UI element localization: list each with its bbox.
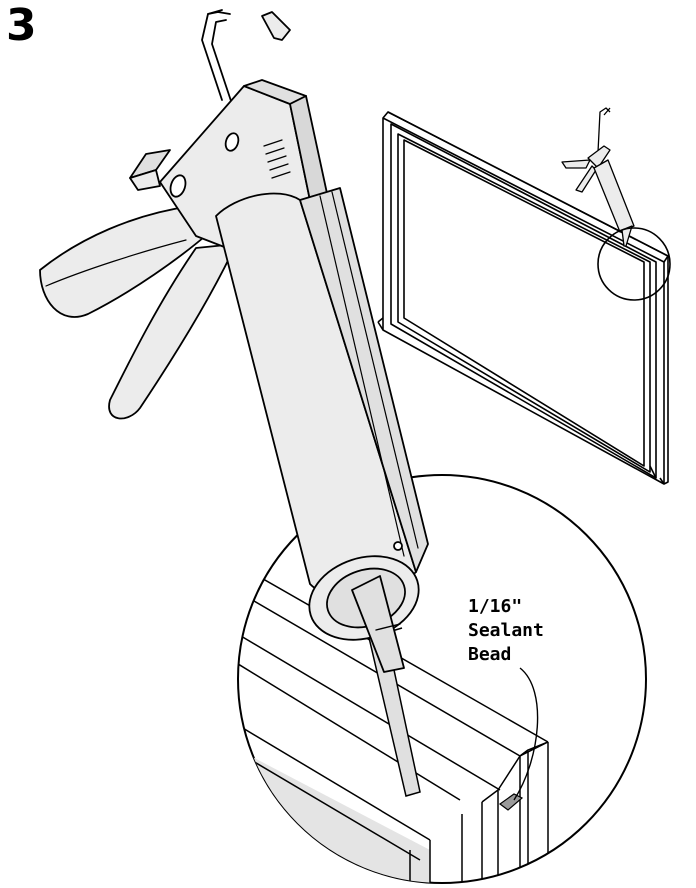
callout-line-1: 1/16" — [468, 596, 522, 617]
callout-leader-line — [513, 667, 539, 801]
small-caulking-gun-icon — [561, 107, 635, 247]
window-frame-icon — [377, 111, 669, 485]
caulking-gun-icon — [39, 9, 429, 673]
callout-line-2: Sealant — [468, 620, 544, 641]
sealant-bead-callout: 1/16" Sealant Bead — [468, 596, 544, 801]
callout-line-3: Bead — [468, 644, 511, 665]
step-number: 3 — [6, 0, 37, 51]
detail-circle-small — [597, 227, 671, 301]
